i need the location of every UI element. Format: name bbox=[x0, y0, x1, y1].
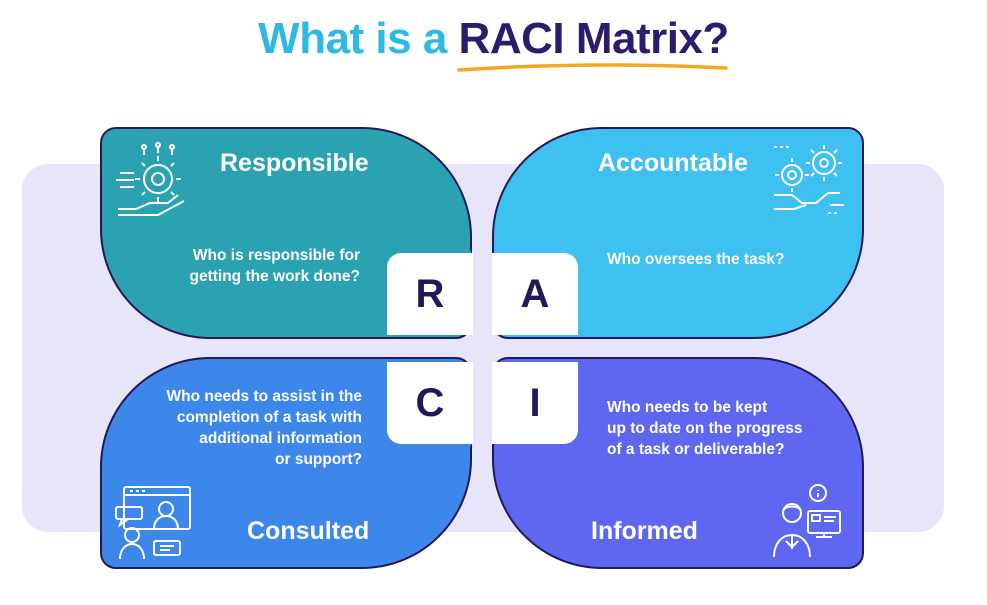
accountable-title: Accountable bbox=[597, 149, 748, 177]
consulted-desc-line: completion of a task with bbox=[176, 409, 362, 426]
letter-box-a: A bbox=[492, 253, 578, 335]
responsible-desc-line: getting the work done? bbox=[189, 268, 361, 285]
person-info-monitor-icon bbox=[772, 483, 846, 564]
informed-desc-line: up to date on the progress bbox=[607, 420, 803, 437]
consulted-title: Consulted bbox=[247, 517, 370, 545]
informed-desc-line: Who needs to be kept bbox=[607, 399, 768, 416]
letter-box-r: R bbox=[387, 253, 473, 335]
accountable-description: Who oversees the task? bbox=[607, 249, 847, 270]
responsible-description: Who is responsible for getting the work … bbox=[110, 245, 361, 287]
page-title: What is a RACI Matrix? bbox=[0, 14, 987, 74]
quadrant-accountable: Accountable Who oversees the task? bbox=[492, 127, 864, 339]
quadrant-responsible: Responsible Who is responsible for getti… bbox=[100, 127, 472, 339]
responsible-desc-line: Who is responsible for bbox=[192, 247, 360, 264]
title-prefix: What is a bbox=[258, 14, 459, 63]
informed-desc-line: of a task or deliverable? bbox=[607, 441, 785, 458]
letter-box-c: C bbox=[387, 362, 473, 444]
title-underline bbox=[456, 63, 728, 72]
title-suffix: ? bbox=[702, 14, 729, 63]
consulted-desc-line: Who needs to assist in the bbox=[166, 388, 363, 405]
letter-box-i: I bbox=[492, 362, 578, 444]
title-highlight-text: RACI Matrix bbox=[458, 14, 703, 63]
informed-description: Who needs to be kept up to date on the p… bbox=[607, 397, 847, 460]
accountable-desc-line: Who oversees the task? bbox=[607, 251, 785, 268]
consulted-desc-line: additional information bbox=[199, 430, 362, 447]
title-highlight: RACI Matrix bbox=[456, 14, 728, 72]
consulted-desc-line: or support? bbox=[275, 451, 362, 468]
video-consultation-icon bbox=[114, 485, 194, 566]
consulted-description: Who needs to assist in the completion of… bbox=[112, 386, 363, 470]
responsible-title: Responsible bbox=[220, 149, 369, 177]
gear-hand-icon bbox=[114, 139, 192, 224]
informed-title: Informed bbox=[591, 517, 698, 545]
gears-handshake-icon bbox=[768, 143, 848, 222]
